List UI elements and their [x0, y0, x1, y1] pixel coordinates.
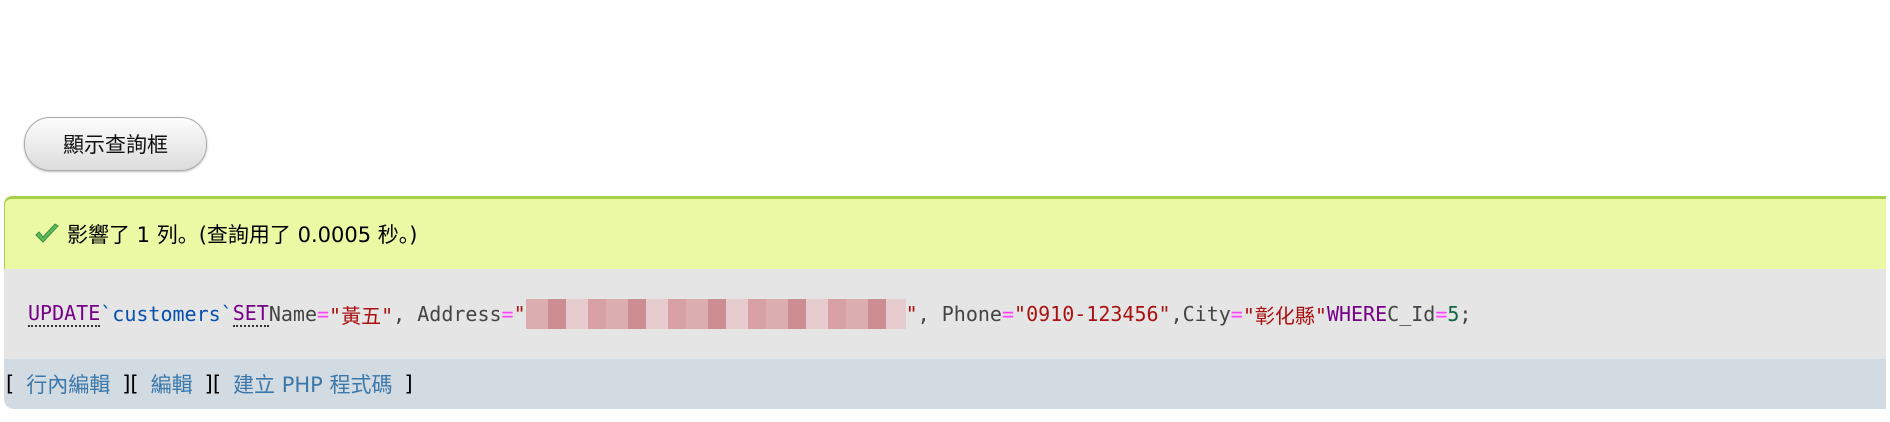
bracket: ] [404, 372, 413, 396]
sql-op: = [317, 302, 330, 326]
inline-edit-link[interactable]: 行內編輯 [26, 373, 111, 397]
sql-op: = [1435, 302, 1448, 326]
sql-number: 5 [1447, 302, 1460, 326]
create-php-code-link[interactable]: 建立 PHP 程式碼 [233, 373, 393, 397]
sql-op: = [1001, 302, 1015, 326]
message-text: 影響了 1 列。(查詢用了 0.0005 秒。) [67, 223, 418, 247]
sql-col: C_Id [1387, 302, 1436, 326]
sql-string: "0910-123456" [1014, 302, 1171, 326]
sql-keyword-where: WHERE [1326, 302, 1388, 326]
sql-string: " [905, 302, 918, 326]
bracket: [ [130, 372, 139, 396]
sql-string: " [513, 302, 526, 326]
sql-sep: , [1170, 302, 1183, 326]
sql-query: UPDATE `customers` SET Name="黃五", Addres… [4, 269, 1886, 359]
sql-col: Phone [941, 302, 1002, 326]
sql-string: "黃五" [329, 303, 394, 328]
edit-link[interactable]: 編輯 [150, 373, 193, 397]
redacted-address [525, 299, 906, 329]
bracket: [ [212, 372, 222, 396]
bracket: [ [6, 372, 15, 396]
check-icon [35, 223, 59, 243]
show-query-box-button[interactable]: 顯示查詢框 [24, 117, 207, 171]
sql-table: `customers` [100, 302, 233, 326]
sql-col: Name [268, 302, 317, 326]
sql-op: = [501, 302, 514, 326]
bracket: ] [204, 372, 213, 396]
sql-col: Address [417, 302, 502, 326]
sql-op: = [1230, 302, 1243, 326]
sql-sep: , [393, 302, 418, 326]
sql-string: "彰化縣" [1242, 303, 1327, 328]
sql-end: ; [1459, 302, 1472, 326]
sql-sep: , [917, 302, 942, 326]
sql-col: City [1182, 302, 1231, 326]
sql-keyword-set[interactable]: SET [232, 301, 269, 327]
query-actions-bar: [行內編輯][編輯][建立 PHP 程式碼] [4, 359, 1886, 409]
success-message: 影響了 1 列。(查詢用了 0.0005 秒。) [4, 196, 1886, 269]
sql-keyword-update[interactable]: UPDATE [28, 301, 101, 327]
query-result-panel: 影響了 1 列。(查詢用了 0.0005 秒。) UPDATE `custome… [4, 196, 1886, 409]
bracket: ] [122, 372, 131, 396]
